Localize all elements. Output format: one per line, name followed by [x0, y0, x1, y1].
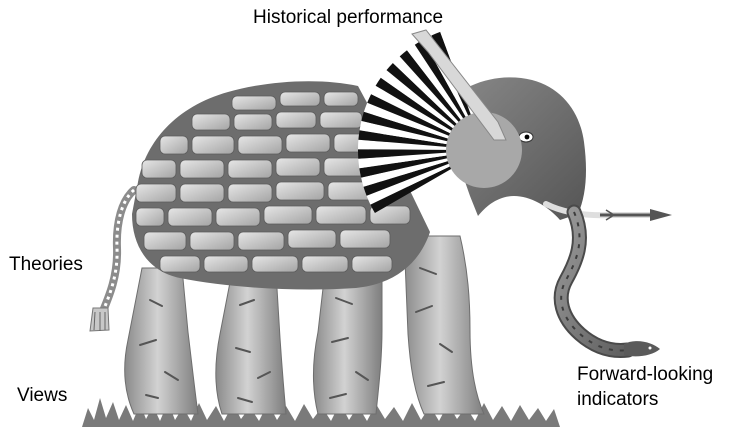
rope-tail: [90, 190, 134, 331]
leg-back-left: [125, 268, 198, 414]
label-forward-looking-indicators: Forward-looking indicators: [577, 362, 713, 412]
leg-back-right: [216, 272, 286, 414]
label-views: Views: [17, 385, 67, 407]
label-forward-line2: indicators: [577, 387, 713, 412]
label-historical-performance: Historical performance: [253, 7, 443, 29]
fan-ear: [358, 29, 522, 213]
label-theories: Theories: [9, 254, 83, 276]
leg-front-right: [404, 236, 484, 414]
snake-trunk: [561, 212, 660, 356]
label-forward-line1: Forward-looking: [577, 362, 713, 387]
